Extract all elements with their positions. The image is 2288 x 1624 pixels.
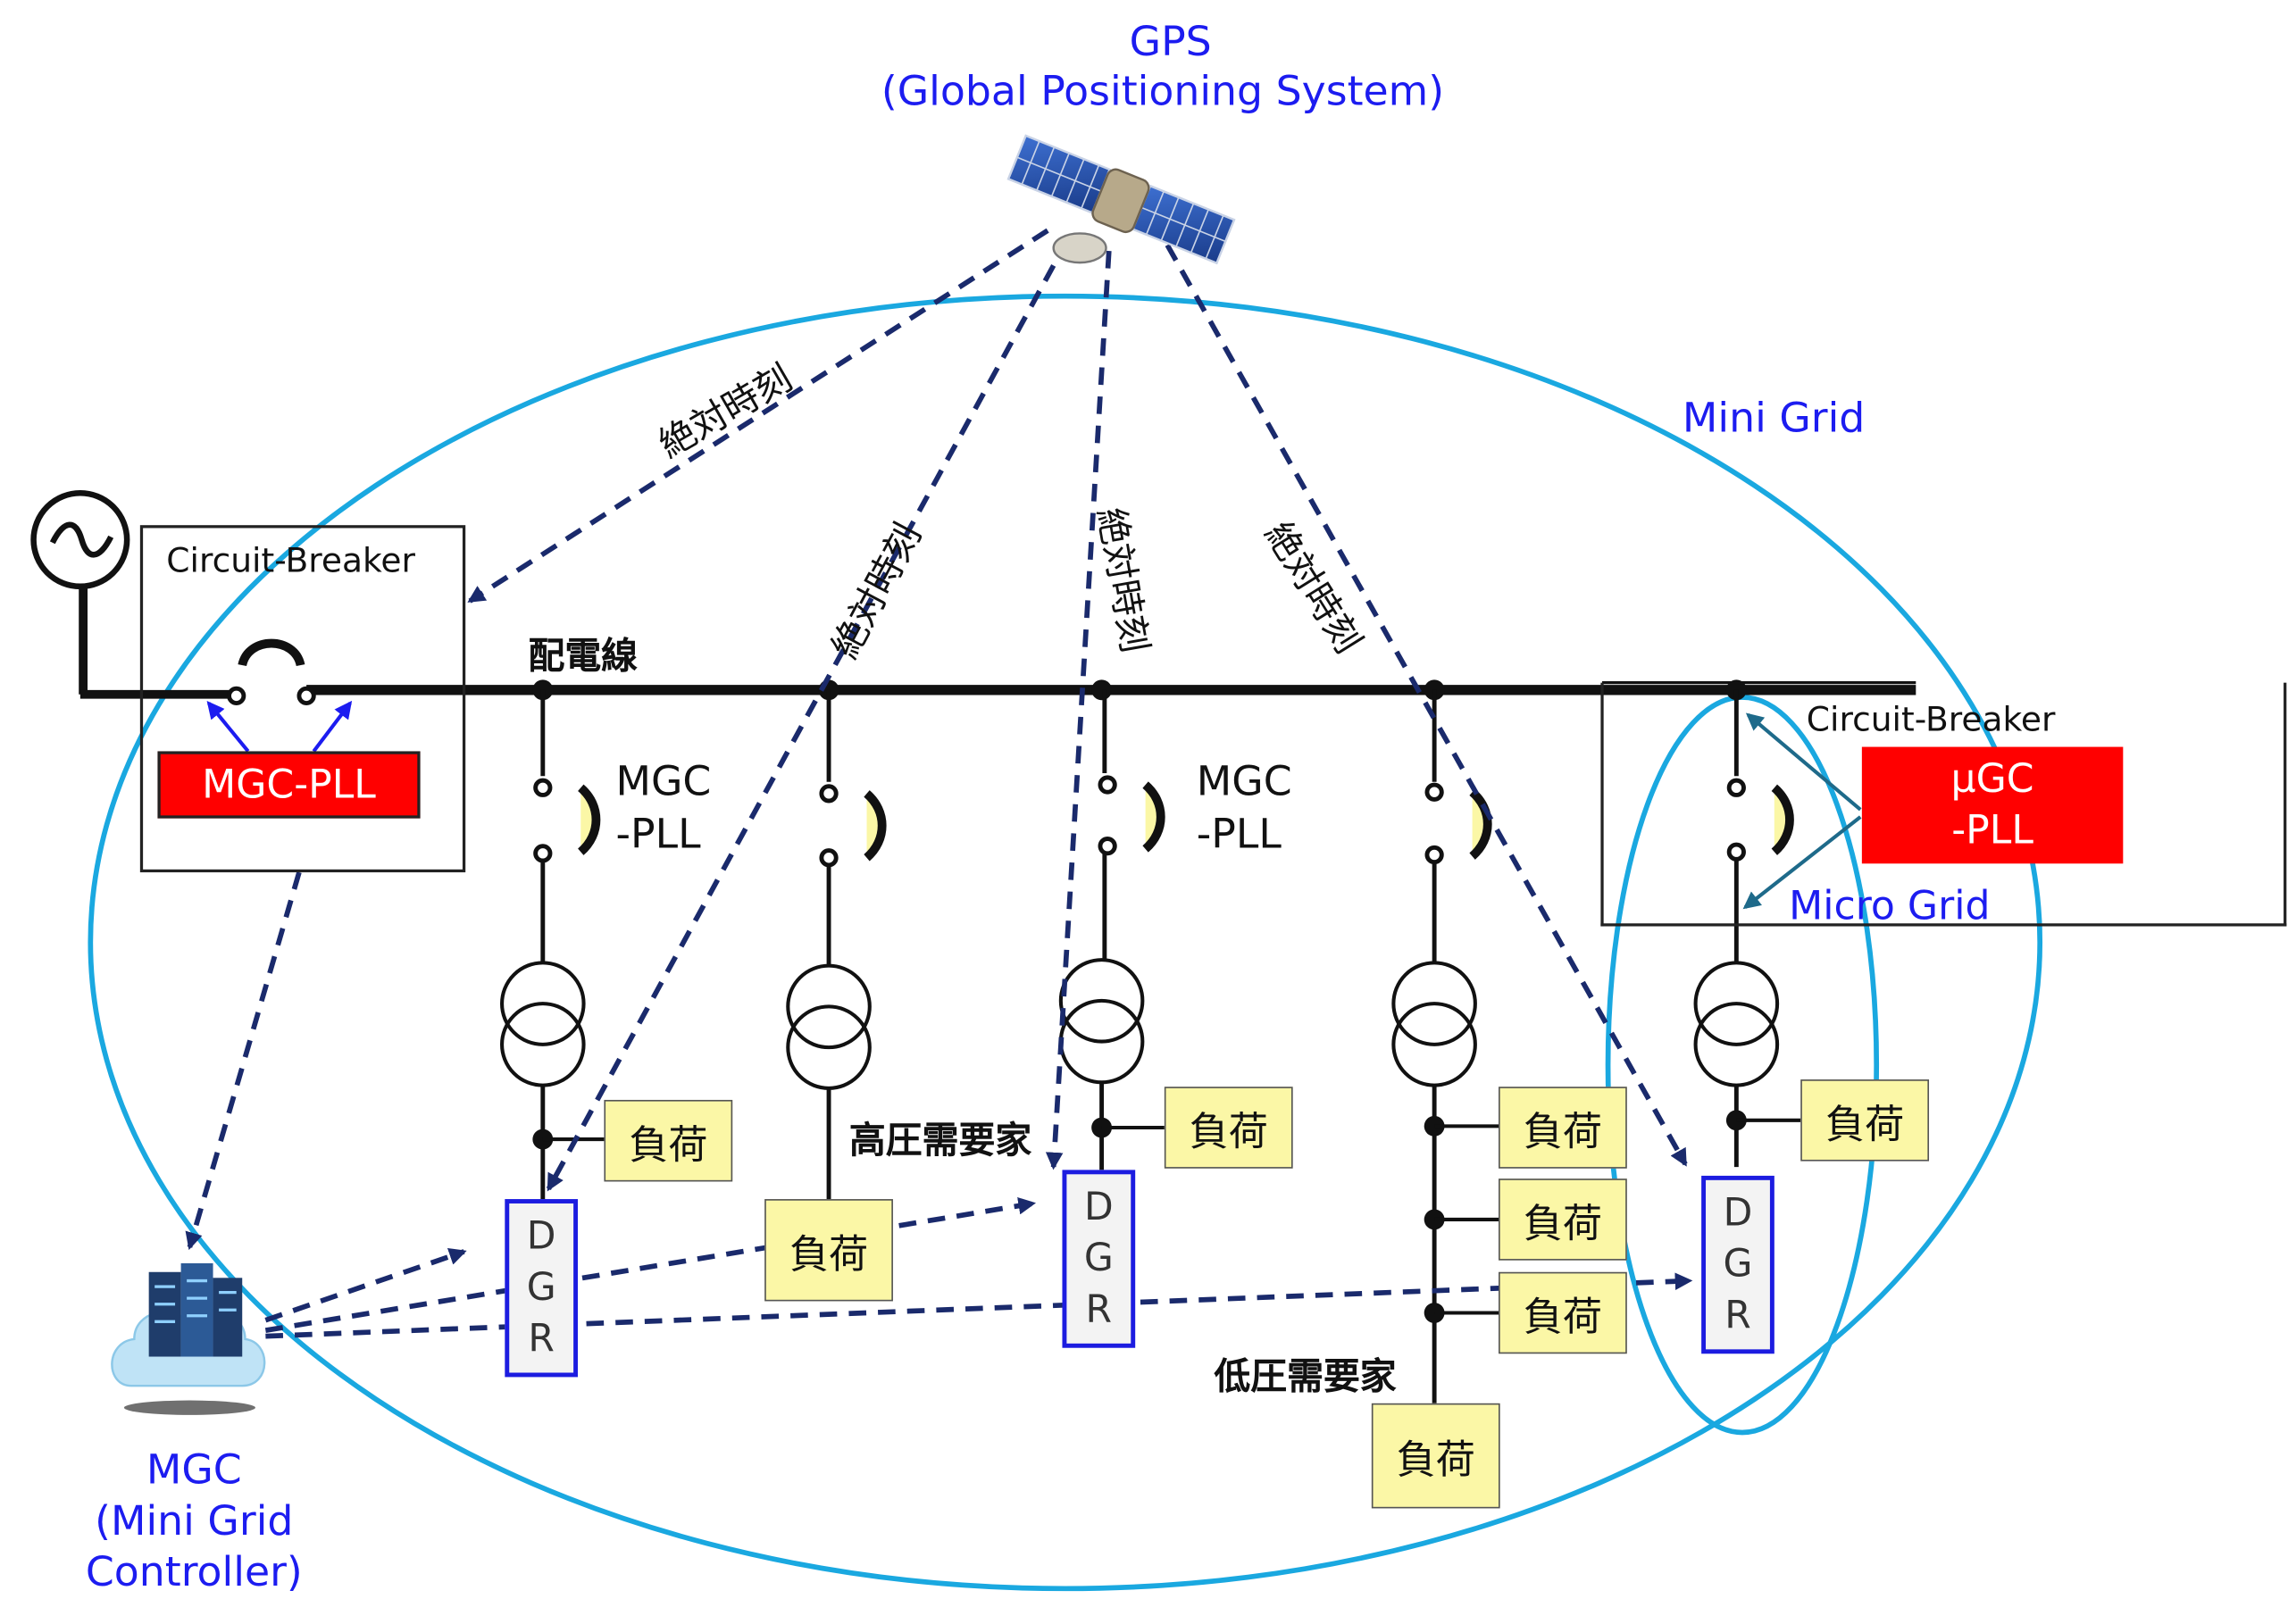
dgr-2-r: R xyxy=(1085,1287,1113,1332)
gps-title: GPS xyxy=(1129,17,1212,66)
feeder-5 xyxy=(1693,689,1801,1168)
mgc-label: MGC (Mini Grid Controller) xyxy=(70,1445,318,1598)
micro-grid-label: Micro Grid xyxy=(1789,884,1991,929)
mgc-pll-label-1-line1: MGC xyxy=(615,756,712,805)
mgc-server-icon xyxy=(111,1262,266,1415)
load-box-6: 負荷 xyxy=(1499,1271,1627,1354)
low-voltage-customer-label: 低圧需要家 xyxy=(1214,1354,1397,1398)
ugc-pll: μGC -PLL xyxy=(1861,746,2124,864)
mgc-pll-label-2-line1: MGC xyxy=(1196,756,1292,805)
mgc-pll-label-2: MGC -PLL xyxy=(1197,755,1292,861)
feeder-4 xyxy=(1391,689,1499,1403)
feeder-1 xyxy=(500,689,605,1200)
circuit-breaker-right xyxy=(1600,682,2287,927)
load-box-7: 負荷 xyxy=(1371,1403,1500,1509)
gps-time-arrows xyxy=(467,228,1688,1192)
mgc-command-arrows xyxy=(185,871,1693,1339)
dgr-1-d: D xyxy=(526,1215,556,1260)
satellite-icon xyxy=(1006,134,1236,265)
circuit-breaker-right-title: Circuit-Breaker xyxy=(1806,701,2056,740)
load-box-2: 負荷 xyxy=(764,1199,893,1302)
feeder-3 xyxy=(1058,689,1165,1170)
dgr-3-d: D xyxy=(1723,1192,1753,1237)
mgc-label-line1: MGC xyxy=(146,1445,242,1495)
mgc-pll-left: MGC-PLL xyxy=(157,751,421,819)
dgr-3: D G R xyxy=(1701,1175,1774,1354)
dgr-1-g: G xyxy=(526,1266,556,1311)
circuit-breaker-left-title: Circuit-Breaker xyxy=(166,542,415,581)
mgc-pll-label-1-line2: -PLL xyxy=(615,809,701,858)
distribution-line-label: 配電線 xyxy=(528,634,639,678)
dgr-1-r: R xyxy=(528,1316,555,1361)
dgr-2-d: D xyxy=(1083,1186,1114,1230)
mini-grid-label: Mini Grid xyxy=(1682,394,1866,443)
dgr-2-g: G xyxy=(1083,1237,1114,1281)
high-voltage-customer-label: 高圧需要家 xyxy=(848,1119,1032,1162)
mgc-pll-label-1: MGC -PLL xyxy=(616,755,712,861)
load-box-3: 負荷 xyxy=(1164,1087,1293,1169)
dgr-3-r: R xyxy=(1724,1293,1751,1337)
load-box-5: 負荷 xyxy=(1499,1178,1627,1261)
load-box-1: 負荷 xyxy=(604,1099,733,1182)
gps-subtitle: (Global Positioning System) xyxy=(881,67,1445,116)
ugc-pll-line2: -PLL xyxy=(1951,808,2033,854)
ugc-pll-line1: μGC xyxy=(1950,756,2034,803)
mini-grid-boundary xyxy=(88,293,2043,1592)
dgr-2: D G R xyxy=(1062,1170,1136,1348)
mgc-pll-label-2-line2: -PLL xyxy=(1196,809,1282,858)
mgc-label-line3: Controller) xyxy=(85,1547,303,1596)
mgc-label-line2: (Mini Grid xyxy=(95,1496,294,1545)
dgr-1: D G R xyxy=(505,1199,579,1378)
load-box-4: 負荷 xyxy=(1499,1087,1627,1169)
load-box-8: 負荷 xyxy=(1800,1079,1930,1162)
circuit-breaker-left xyxy=(139,525,466,873)
dgr-3-g: G xyxy=(1723,1243,1753,1287)
feeder-2 xyxy=(786,689,887,1200)
ac-source-icon xyxy=(30,489,130,590)
